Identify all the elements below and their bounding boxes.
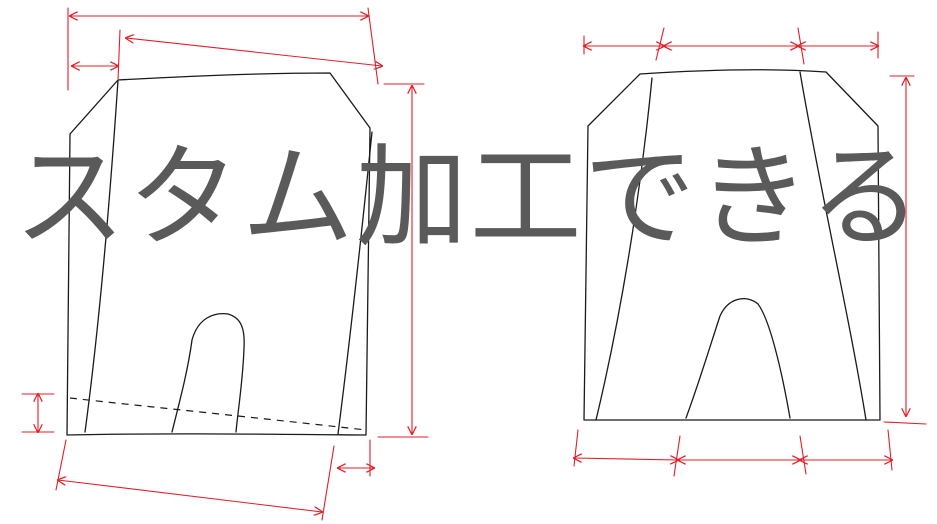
right-dim-bottom-tick-4 [887, 429, 893, 471]
right-dim-bottom-tick-3 [799, 435, 807, 475]
left-pattern-inner-seam-left [84, 79, 119, 433]
left-pattern-dashed-hem [69, 397, 367, 431]
left-pattern-crotch-opening [171, 312, 245, 433]
right-dim-top-tick-2 [655, 27, 665, 61]
left-dim-bottom-ext-left [55, 439, 67, 491]
left-dim-top-slanted [126, 38, 382, 66]
right-pattern-crotch-opening [685, 298, 791, 419]
right-dim-bottom-left [574, 458, 678, 460]
left-garment-pattern [21, 7, 429, 521]
right-garment-pattern [573, 27, 927, 477]
right-pattern-inner-seam-left [595, 77, 653, 421]
right-dim-bottom-tick-2 [673, 435, 681, 477]
right-pattern-inner-seam-right [799, 71, 867, 421]
left-dim-extension-3 [117, 29, 121, 81]
right-dim-bottom-tick-1 [573, 429, 579, 467]
left-pattern-inner-seam-right [337, 131, 373, 435]
right-dim-top-tick-3 [797, 27, 805, 65]
left-dim-bottom-slanted [58, 480, 322, 512]
right-dim-height-ext-bottom [883, 421, 927, 425]
left-pattern-outline [66, 72, 371, 436]
left-dim-bottom-ext-right [321, 445, 335, 521]
right-pattern-outline [583, 69, 881, 421]
left-dim-top-extension-2 [367, 7, 379, 85]
